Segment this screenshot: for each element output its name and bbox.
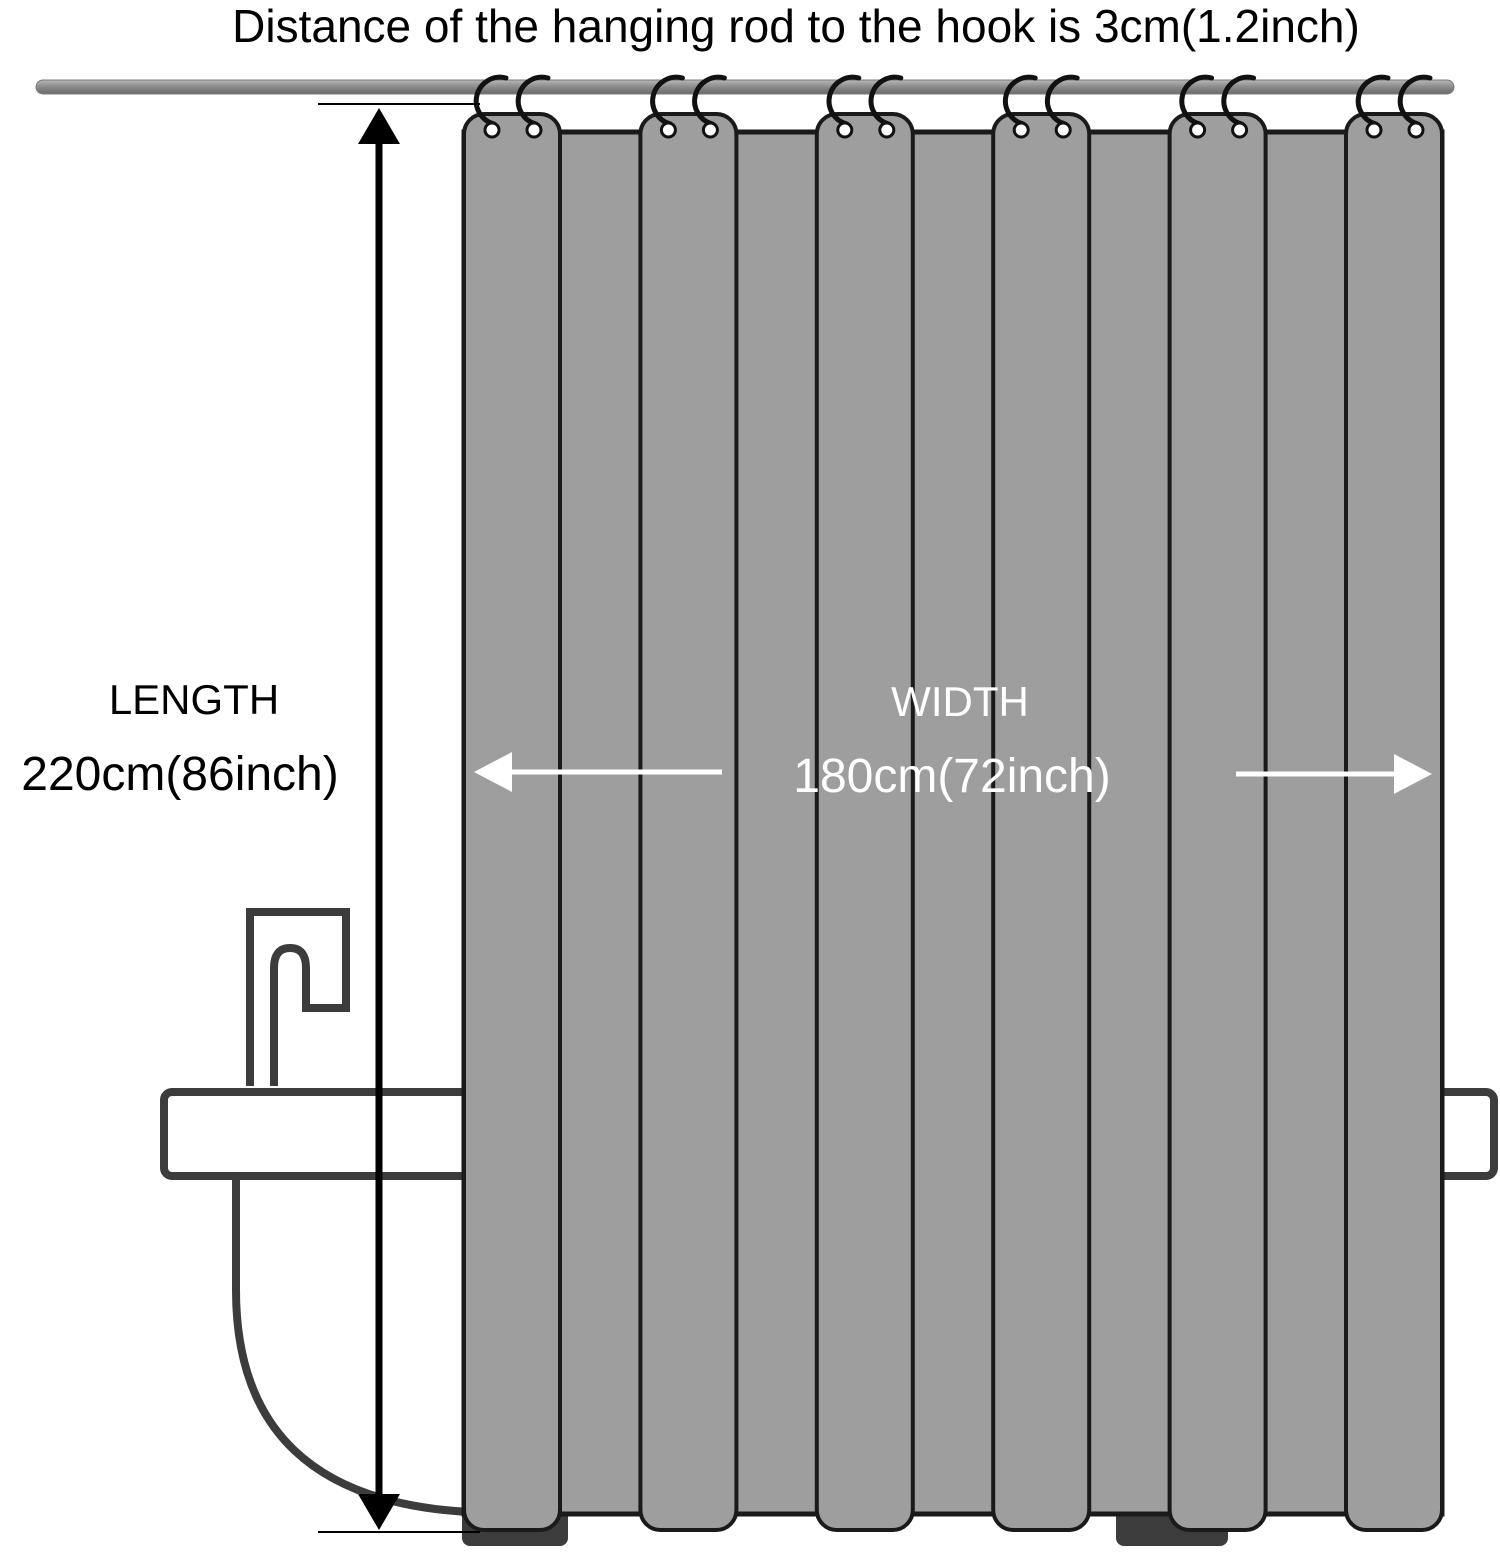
curtain-grommet <box>659 121 677 139</box>
curtain-ring <box>1355 74 1391 127</box>
curtain-grommet <box>1231 121 1249 139</box>
curtain-ring <box>1179 74 1215 127</box>
width-label: WIDTH <box>891 678 1029 725</box>
curtain-ring <box>473 74 509 127</box>
curtain-pleat <box>462 112 562 1532</box>
curtain-ring <box>692 74 727 127</box>
curtain-grommet <box>1012 121 1030 139</box>
curtain-ring <box>826 74 862 127</box>
curtain-pleat <box>1344 112 1444 1532</box>
curtain-ring <box>868 74 904 127</box>
tub-rim-left <box>160 1088 488 1180</box>
length-arrow-head-top <box>358 108 400 144</box>
curtain-grommet <box>1054 121 1072 139</box>
shower-curtain <box>461 112 1445 1532</box>
curtain-ring <box>1221 74 1257 127</box>
curtain-grommet <box>483 121 501 139</box>
curtain-grommet <box>701 121 719 139</box>
length-arrow-head-bottom <box>358 1494 400 1530</box>
curtain-pleats <box>462 112 1444 1532</box>
width-arrow-head-right <box>1394 754 1432 794</box>
curtain-ring <box>1002 74 1038 127</box>
curtain-ring <box>515 74 551 127</box>
faucet <box>246 908 350 1086</box>
curtain-pleat <box>991 112 1092 1532</box>
curtain-pleat <box>1167 112 1268 1532</box>
curtain-grommet <box>525 121 543 139</box>
width-value: 180cm(72inch) <box>793 750 1110 803</box>
curtain-grommet <box>878 121 896 139</box>
curtain-ring <box>1397 74 1433 127</box>
curtain-grommet <box>1189 121 1207 139</box>
curtain-body <box>461 129 1445 1517</box>
rod-distance-heading: Distance of the hanging rod to the hook … <box>232 0 1360 52</box>
curtain-rings <box>473 74 1433 139</box>
curtain-grommet <box>1407 121 1425 139</box>
curtain-grommet <box>1365 121 1383 139</box>
width-arrow-head-left <box>474 752 512 792</box>
length-dimension: LENGTH 220cm(86inch) <box>21 103 480 1533</box>
tub-basin <box>232 1176 471 1516</box>
width-dimension: WIDTH 180cm(72inch) <box>474 678 1432 803</box>
curtain-pleat <box>814 112 915 1532</box>
curtain-pleat <box>638 112 739 1532</box>
curtain-ring <box>1044 74 1080 127</box>
length-value: 220cm(86inch) <box>21 748 338 801</box>
length-label: LENGTH <box>109 676 279 723</box>
curtain-grommet <box>836 121 854 139</box>
curtain-rod <box>35 79 1455 95</box>
curtain-ring <box>650 74 685 127</box>
